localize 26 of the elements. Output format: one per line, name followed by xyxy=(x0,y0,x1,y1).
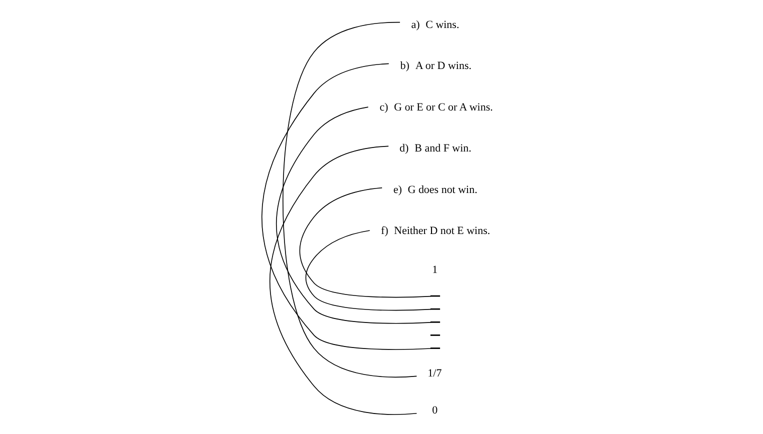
node-bar xyxy=(430,348,440,349)
connector xyxy=(260,63,431,350)
node-bar xyxy=(430,321,440,323)
node-text: G does not win. xyxy=(407,184,477,196)
connector xyxy=(282,22,417,378)
connector xyxy=(304,230,431,311)
node-text: G or E or C or A wins. xyxy=(394,101,492,114)
node-label: a) xyxy=(410,18,420,31)
node-bar xyxy=(430,295,440,297)
node-text: C wins. xyxy=(425,18,459,31)
node-text: Neither D not E wins. xyxy=(394,225,490,238)
connector xyxy=(268,146,417,415)
node-text: 1 xyxy=(432,264,438,276)
node-label: e) xyxy=(392,184,402,196)
node-bar xyxy=(430,334,440,336)
node-label: c) xyxy=(379,101,388,114)
node-bar xyxy=(430,308,440,310)
connector xyxy=(298,187,431,298)
connector xyxy=(275,106,431,324)
node-label: b) xyxy=(400,60,409,72)
node-label: f) xyxy=(380,225,388,238)
node-text: B and F win. xyxy=(414,142,471,155)
node-text: 1/7 xyxy=(427,367,442,380)
node-text: 0 xyxy=(432,404,438,416)
node-label: d) xyxy=(399,142,408,155)
node-text: A or D wins. xyxy=(414,60,471,72)
